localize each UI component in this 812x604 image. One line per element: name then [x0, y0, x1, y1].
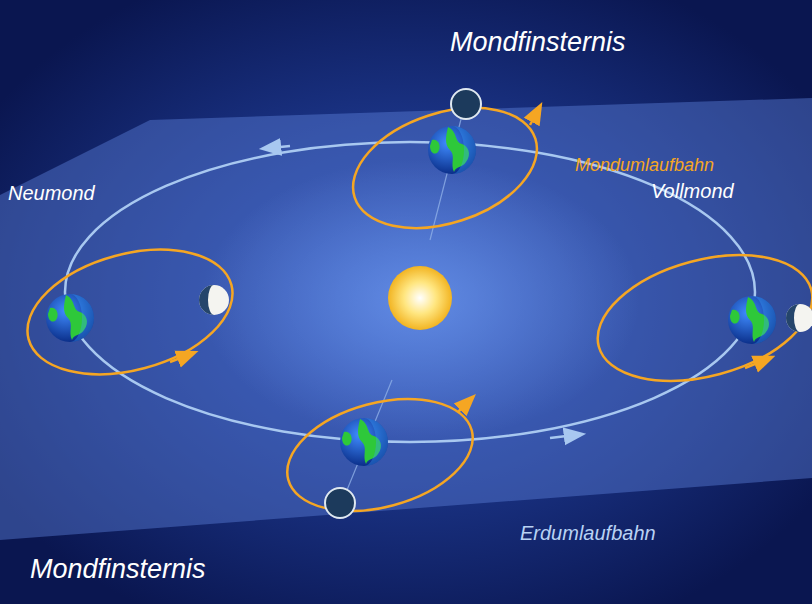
orbit-label: Mondumlaufbahn — [575, 156, 714, 176]
phase-label: Neumond — [8, 182, 95, 204]
eclipse-label: Mondfinsternis — [450, 28, 626, 58]
moon — [451, 89, 481, 119]
moon-orbit — [584, 234, 812, 403]
moon-orbit — [14, 229, 247, 395]
moon-orbit — [338, 86, 553, 249]
phase-label: Vollmond — [651, 180, 734, 202]
sun — [388, 266, 452, 330]
orbit-label: Erdumlaufbahn — [520, 522, 656, 544]
eclipse-label: Mondfinsternis — [30, 555, 206, 585]
ecliptic-plane — [0, 98, 812, 540]
earth-orbit — [65, 142, 755, 442]
moon — [325, 488, 355, 518]
moon-orbit — [275, 380, 485, 530]
